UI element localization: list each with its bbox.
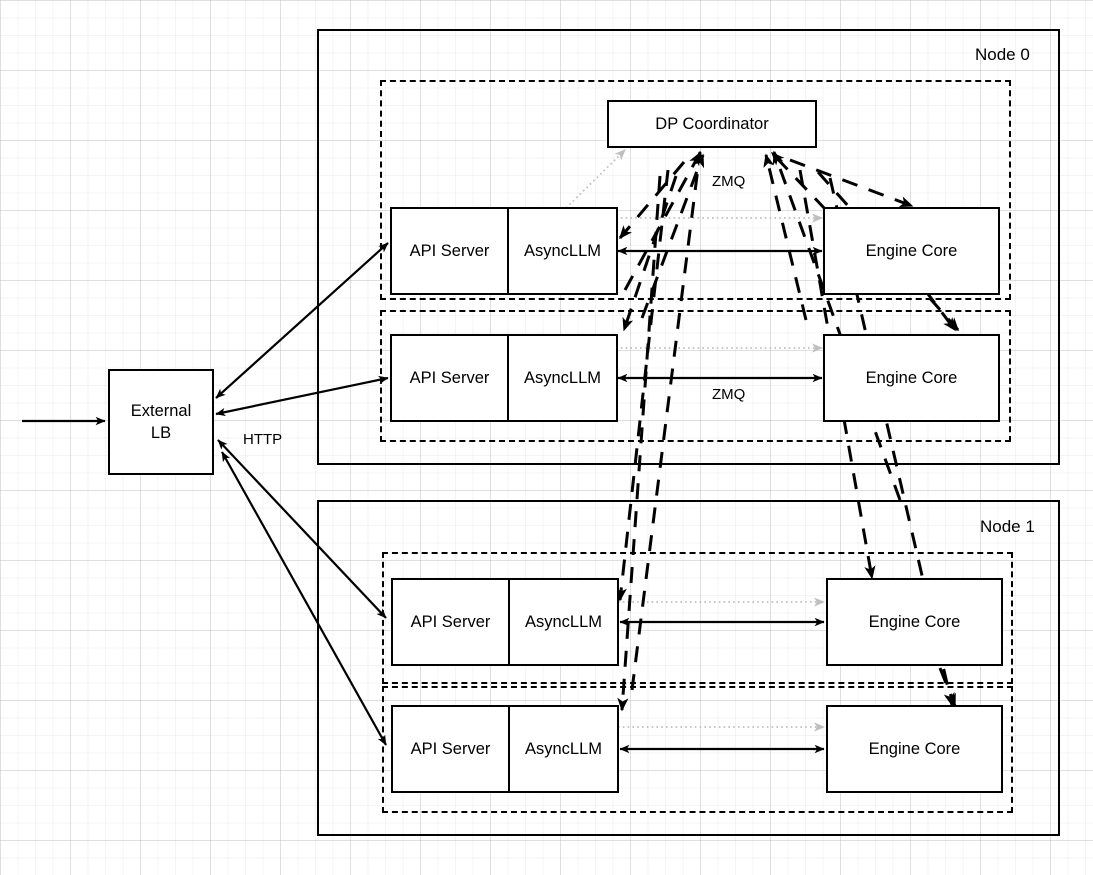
engine-core-label-1-1: Engine Core <box>868 739 961 758</box>
dp-coordinator-box[interactable]: DP Coordinator <box>607 100 817 148</box>
zmq-label-coordinator: ZMQ <box>712 173 746 190</box>
api-server-label-0-0: API Server <box>409 241 490 260</box>
async-llm-label-0-1: AsyncLLM <box>507 336 616 420</box>
api-unit-0-0[interactable]: API Server AsyncLLM <box>390 207 618 295</box>
zmq-label-0-1: ZMQ <box>712 386 746 403</box>
engine-core-box-0-0[interactable]: Engine Core <box>823 207 1000 295</box>
node-label-1: Node 1 <box>980 517 1035 536</box>
dp-group-0-0 <box>380 80 1011 300</box>
engine-core-label-1-0: Engine Core <box>868 612 961 631</box>
api-server-label-0-1: API Server <box>409 368 490 387</box>
engine-core-box-1-1[interactable]: Engine Core <box>826 705 1003 793</box>
async-llm-label-1-1: AsyncLLM <box>508 707 617 791</box>
external-lb-box[interactable]: External LB <box>108 369 214 475</box>
external-lb-label: External LB <box>130 401 192 442</box>
api-unit-1-0[interactable]: API Server AsyncLLM <box>391 578 619 666</box>
node-container-0 <box>317 29 1060 465</box>
api-unit-0-1[interactable]: API Server AsyncLLM <box>390 334 618 422</box>
async-llm-label-1-0: AsyncLLM <box>508 580 617 664</box>
http-label: HTTP <box>243 431 283 448</box>
engine-core-label-0-0: Engine Core <box>865 241 958 260</box>
dp-group-1-0 <box>382 552 1013 684</box>
dp-coordinator-label: DP Coordinator <box>655 114 769 133</box>
api-server-label-1-0: API Server <box>410 612 491 631</box>
node-container-1 <box>317 500 1060 836</box>
dp-group-0-1 <box>380 310 1011 442</box>
dp-group-1-1 <box>382 686 1013 813</box>
engine-core-box-0-1[interactable]: Engine Core <box>823 334 1000 422</box>
api-server-label-1-1: API Server <box>410 739 491 758</box>
node-label-0: Node 0 <box>975 45 1030 64</box>
engine-core-box-1-0[interactable]: Engine Core <box>826 578 1003 666</box>
async-llm-label-0-0: AsyncLLM <box>507 209 616 293</box>
engine-core-label-0-1: Engine Core <box>865 368 958 387</box>
api-unit-1-1[interactable]: API Server AsyncLLM <box>391 705 619 793</box>
